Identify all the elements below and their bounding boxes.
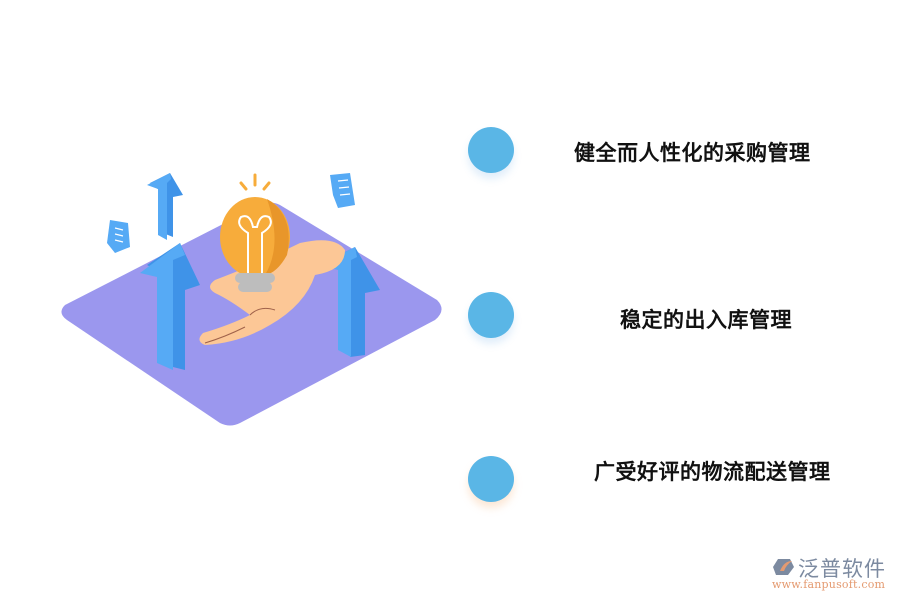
lightbulb-icon bbox=[220, 173, 290, 292]
document-icon bbox=[107, 220, 130, 253]
document-icon bbox=[330, 173, 355, 208]
brand-url: www.fanpusoft.com bbox=[772, 578, 886, 591]
bullet-dot bbox=[468, 292, 514, 338]
bullet-dot bbox=[468, 127, 514, 173]
arrow-up-icon bbox=[147, 173, 183, 240]
feature-item-procurement: 健全而人性化的采购管理 bbox=[468, 127, 888, 175]
feature-label: 健全而人性化的采购管理 bbox=[574, 141, 811, 165]
bullet-dot bbox=[468, 456, 514, 502]
hand-icon bbox=[199, 240, 345, 345]
feature-label: 稳定的出入库管理 bbox=[620, 308, 792, 332]
arrow-up-icon bbox=[140, 243, 200, 370]
feature-item-logistics: 广受好评的物流配送管理 bbox=[468, 456, 888, 504]
arrow-up-icon bbox=[320, 247, 380, 357]
feature-label: 广受好评的物流配送管理 bbox=[594, 460, 831, 484]
growth-idea-illustration bbox=[55, 165, 455, 435]
logo-mark-icon bbox=[773, 559, 794, 575]
feature-item-warehouse: 稳定的出入库管理 bbox=[468, 292, 888, 340]
brand-logo: 泛普软件 www.fanpusoft.com bbox=[768, 553, 898, 593]
brand-name: 泛普软件 bbox=[798, 557, 886, 581]
